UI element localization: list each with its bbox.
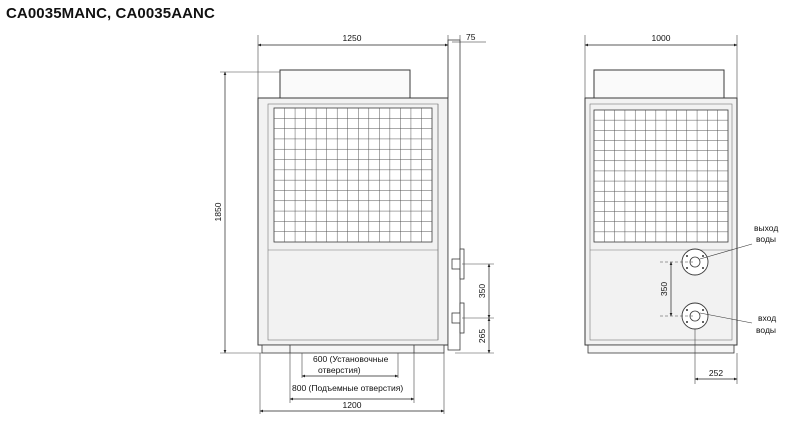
label-water-outlet-2: воды [756, 234, 776, 244]
label-lifting-holes: 800 (Подъемные отверстия) [292, 383, 403, 393]
dim-base-width: 1200 [343, 400, 362, 410]
label-water-inlet-2: воды [756, 325, 776, 335]
side-fan-housing [593, 69, 725, 99]
label-mounting-holes-2: отверстия) [318, 365, 361, 375]
dim-height: 1850 [213, 202, 223, 221]
side-base [587, 344, 735, 354]
front-side-panel [447, 39, 461, 351]
dim-pipe-spacing-front: 350 [477, 284, 487, 298]
label-water-inlet-1: вход [758, 313, 776, 323]
side-view: 1000 350 252 выход воды вход воды [584, 33, 778, 384]
front-coil-grille [273, 107, 433, 243]
front-base [261, 344, 445, 354]
dim-width-front: 1250 [343, 33, 362, 43]
label-mounting-holes: 600 (Установочные [313, 354, 389, 364]
front-fan-housing [279, 69, 411, 99]
dim-pipe-side-offset: 252 [709, 368, 723, 378]
side-coil-grille [593, 109, 729, 243]
dim-width-side: 1000 [652, 33, 671, 43]
front-view: 1250 75 1850 350 265 600 (Установочные о… [213, 32, 494, 414]
drawing-title: CA0035MANC, CA0035AANC [6, 5, 215, 22]
dim-pipe-bottom-front: 265 [477, 329, 487, 343]
dim-offset-right: 75 [466, 32, 476, 42]
dim-pipe-spacing-side: 350 [659, 282, 669, 296]
label-water-outlet-1: выход [754, 223, 778, 233]
